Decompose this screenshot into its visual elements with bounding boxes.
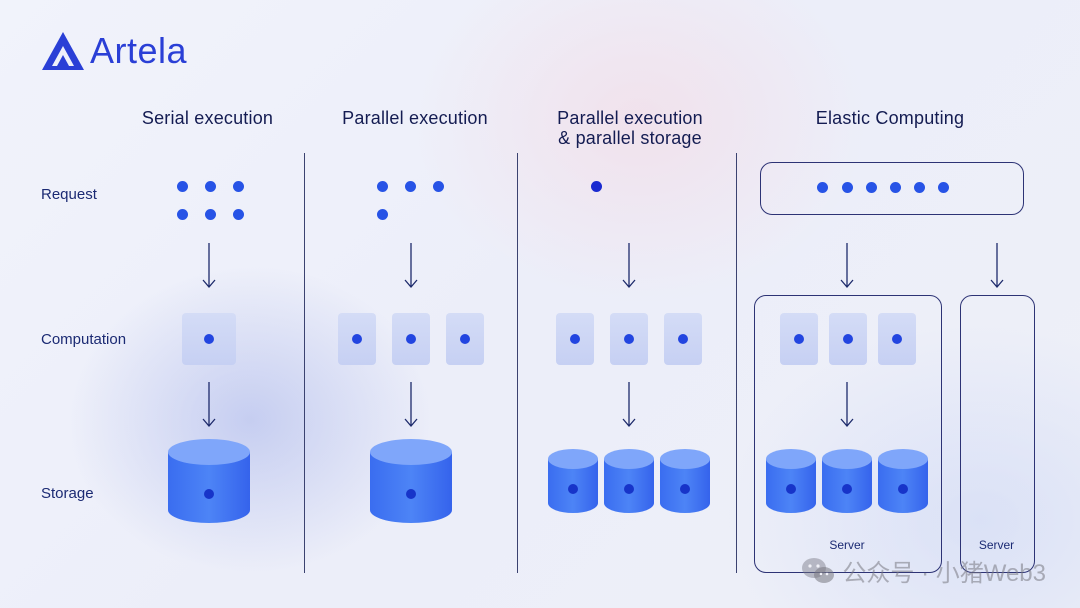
row-label-computation: Computation — [41, 331, 127, 348]
request-dot — [866, 182, 877, 193]
computation-dot — [570, 334, 580, 344]
column-divider — [517, 153, 518, 573]
request-dot — [405, 181, 416, 192]
request-dot — [205, 209, 216, 220]
artela-logo-icon — [42, 32, 84, 70]
storage-database-icon — [878, 449, 928, 513]
down-arrow-icon — [202, 382, 216, 427]
computation-unit — [182, 313, 236, 365]
computation-unit — [556, 313, 594, 365]
storage-database-icon — [660, 449, 710, 513]
down-arrow-icon — [840, 243, 854, 288]
row-label-request: Request — [41, 186, 97, 203]
down-arrow-icon — [404, 382, 418, 427]
computation-dot — [892, 334, 902, 344]
computation-unit — [664, 313, 702, 365]
computation-unit — [446, 313, 484, 365]
computation-dot — [460, 334, 470, 344]
request-dot — [205, 181, 216, 192]
down-arrow-icon — [622, 243, 636, 288]
request-dot — [591, 181, 602, 192]
row-label-storage: Storage — [41, 485, 94, 502]
column-title-elastic: Elastic Computing — [815, 108, 965, 128]
artela-logo: Artela — [40, 30, 187, 72]
column-divider — [304, 153, 305, 573]
request-dot — [914, 182, 925, 193]
server-frame — [754, 295, 942, 573]
down-arrow-icon — [404, 243, 418, 288]
down-arrow-icon — [202, 243, 216, 288]
storage-database-icon — [604, 449, 654, 513]
down-arrow-icon — [990, 243, 1004, 288]
server-label: Server — [829, 538, 865, 552]
computation-dot — [624, 334, 634, 344]
watermark: 公众号 · 小猪Web3 — [800, 553, 1046, 588]
column-title-parallel: Parallel execution — [342, 108, 488, 128]
request-dot — [377, 209, 388, 220]
storage-database-icon — [766, 449, 816, 513]
request-dot — [817, 182, 828, 193]
request-dot — [890, 182, 901, 193]
computation-dot — [352, 334, 362, 344]
request-dot — [233, 209, 244, 220]
request-dot — [433, 181, 444, 192]
computation-dot — [204, 334, 214, 344]
computation-unit — [392, 313, 430, 365]
wechat-icon — [802, 557, 835, 583]
computation-unit — [610, 313, 648, 365]
down-arrow-icon — [622, 382, 636, 427]
computation-dot — [406, 334, 416, 344]
brand-name: Artela — [90, 30, 188, 71]
computation-unit — [829, 313, 867, 365]
storage-database-icon — [370, 439, 452, 523]
request-dot — [177, 181, 188, 192]
computation-unit — [878, 313, 916, 365]
column-divider — [736, 153, 737, 573]
watermark-text: 公众号 · 小猪Web3 — [842, 560, 1046, 587]
storage-database-icon — [548, 449, 598, 513]
computation-unit — [338, 313, 376, 365]
computation-dot — [794, 334, 804, 344]
request-dot — [377, 181, 388, 192]
column-title-serial: Serial execution — [141, 108, 274, 128]
column-title-parallel-storage: Parallel execution & parallel storage — [557, 108, 703, 148]
server-frame — [960, 295, 1035, 573]
request-dot — [938, 182, 949, 193]
server-label: Server — [978, 538, 1015, 552]
storage-database-icon — [822, 449, 872, 513]
down-arrow-icon — [840, 382, 854, 427]
request-queue-frame — [760, 162, 1024, 215]
request-dot — [233, 181, 244, 192]
computation-dot — [843, 334, 853, 344]
request-dot — [177, 209, 188, 220]
storage-database-icon — [168, 439, 250, 523]
computation-dot — [678, 334, 688, 344]
computation-unit — [780, 313, 818, 365]
request-dot — [842, 182, 853, 193]
